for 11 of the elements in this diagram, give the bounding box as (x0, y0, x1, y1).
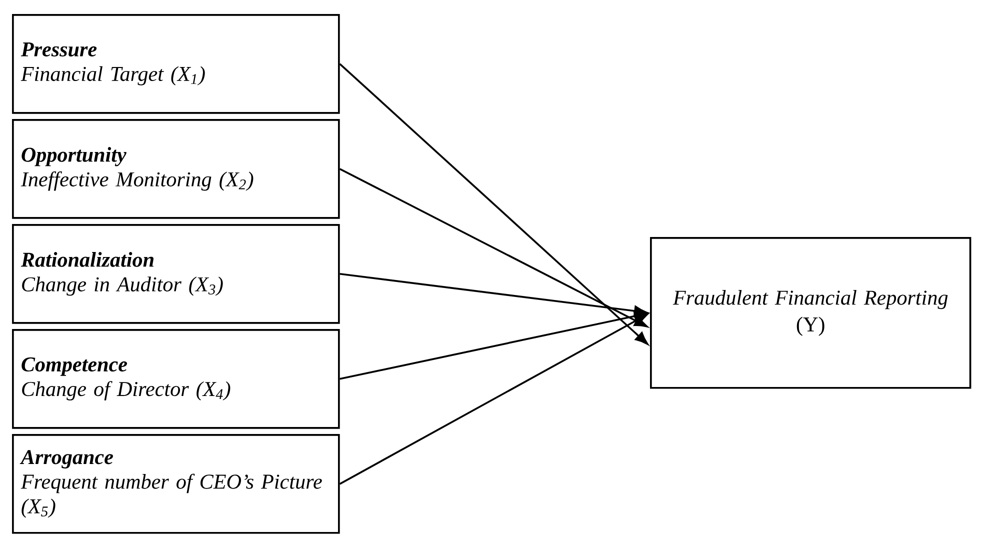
arrow (340, 310, 648, 380)
variable-box: Opportunity Ineffective Monitoring (X$_{2}$) (12, 119, 340, 219)
arrow (340, 273, 648, 316)
variable-box: Pressure Financial Target (X$_{1}$) (12, 14, 340, 114)
arrow (339, 63, 648, 345)
arrow (339, 314, 648, 485)
variable-box: Competence Change of Director (X$_{4}$) (12, 328, 340, 429)
variable-box: Rationalization Change in Auditor (X$_{3}$) (12, 224, 340, 324)
arrow (339, 168, 648, 328)
variable-box: Arrogance Frequent number of CEO’s Picture (X$_{5}$) (12, 434, 340, 534)
outcome-box: Fraudulent Financial Reporting (Y) (650, 236, 972, 389)
